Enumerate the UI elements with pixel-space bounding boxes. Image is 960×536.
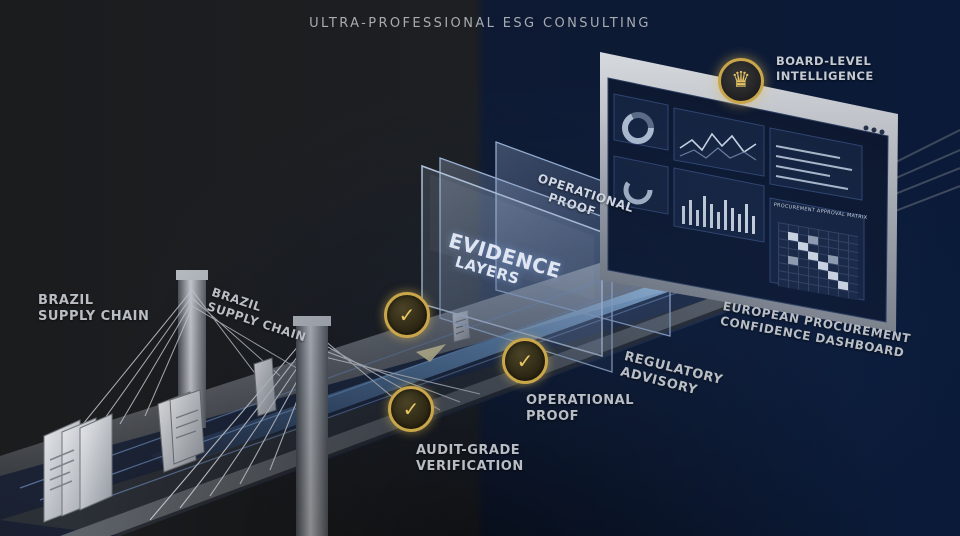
label-line: VERIFICATION	[416, 459, 524, 474]
check-icon: ✓	[502, 338, 548, 384]
label-line: INTELLIGENCE	[776, 68, 874, 83]
check-icon: ✓	[388, 386, 434, 432]
bridge-tower-front	[293, 316, 331, 536]
label-board-level-intelligence: BOARD-LEVEL INTELLIGENCE	[776, 54, 874, 83]
page-title: ULTRA-PROFESSIONAL ESG CONSULTING	[309, 16, 651, 31]
label-operational-proof: OPERATIONAL PROOF	[526, 394, 634, 423]
label-audit-grade-verification: AUDIT-GRADE VERIFICATION	[416, 444, 524, 473]
label-line: BRAZIL	[38, 293, 94, 308]
label-line: AUDIT-GRADE	[416, 443, 521, 458]
label-line: PROOF	[526, 409, 580, 424]
document-stack-right	[253, 357, 277, 417]
label-line: SUPPLY CHAIN	[38, 309, 150, 324]
label-line: OPERATIONAL	[526, 393, 635, 408]
label-line: BOARD-LEVEL	[776, 54, 872, 68]
label-brazil-supply-chain: BRAZIL SUPPLY CHAIN	[38, 294, 149, 323]
crown-icon: ♛	[718, 58, 764, 104]
check-icon: ✓	[384, 292, 430, 338]
